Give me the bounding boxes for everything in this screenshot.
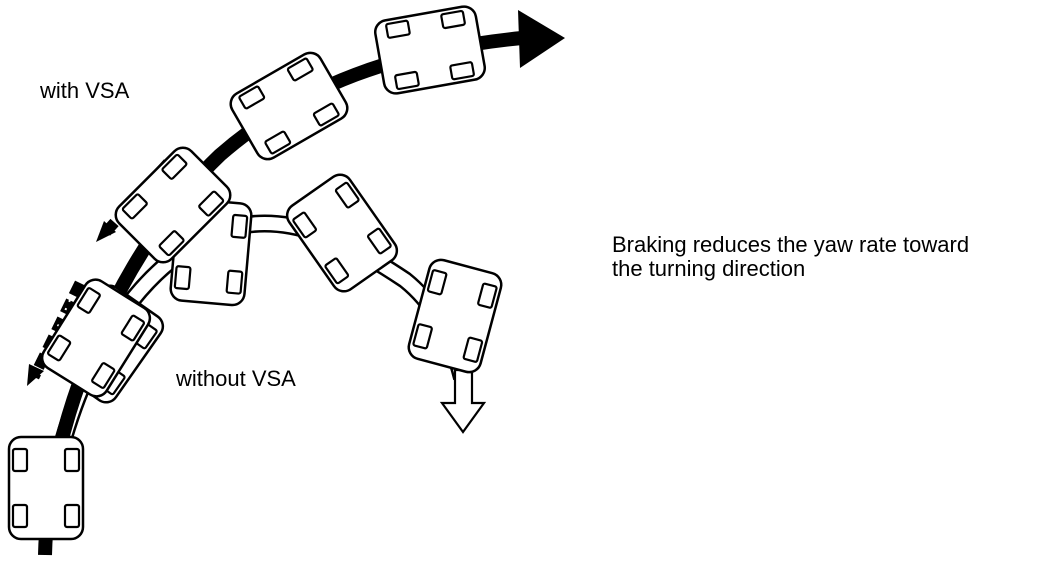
car-with-vsa-4 (374, 5, 486, 95)
car-start (7, 435, 85, 541)
wheel (385, 19, 411, 39)
wheel (63, 503, 81, 529)
wheel (225, 269, 244, 295)
wheel (440, 9, 466, 30)
wheel (449, 61, 475, 81)
without-vsa-label: without VSA (176, 366, 296, 391)
wheel (394, 70, 420, 91)
wheel (161, 153, 188, 180)
caption-line-2: the turning direction (612, 256, 806, 281)
wheel (412, 323, 433, 350)
wheel (264, 130, 292, 155)
wheel (286, 57, 314, 82)
wheel (462, 336, 484, 363)
wheel (11, 503, 29, 529)
wheel (120, 314, 145, 342)
wheel (477, 282, 498, 309)
wheel (91, 362, 116, 389)
wheel (426, 269, 448, 296)
with-vsa-arrowhead (518, 10, 565, 68)
caption: Braking reduces the yaw rate toward the … (612, 233, 969, 281)
wheel (47, 334, 72, 362)
without-vsa-arrow (439, 368, 487, 434)
wheel (324, 257, 350, 285)
wheel (334, 181, 360, 209)
car-with-vsa-3 (229, 51, 349, 161)
car-with-vsa-1 (40, 278, 152, 398)
wheel (76, 287, 101, 314)
wheel (312, 102, 340, 127)
wheel (173, 265, 192, 291)
with-vsa-label: with VSA (40, 78, 130, 103)
wheel (292, 211, 317, 239)
wheel (121, 193, 148, 220)
caption-line-1: Braking reduces the yaw rate toward (612, 232, 970, 257)
car-without-vsa-5 (407, 258, 503, 374)
wheel (230, 213, 249, 239)
wheel (367, 227, 392, 255)
wheel (11, 447, 29, 473)
wheel (63, 447, 81, 473)
wheel (198, 190, 225, 217)
car-with-vsa-2 (114, 146, 232, 264)
wheel (238, 85, 266, 110)
wheel (158, 230, 185, 257)
car-without-vsa-4 (285, 173, 399, 293)
